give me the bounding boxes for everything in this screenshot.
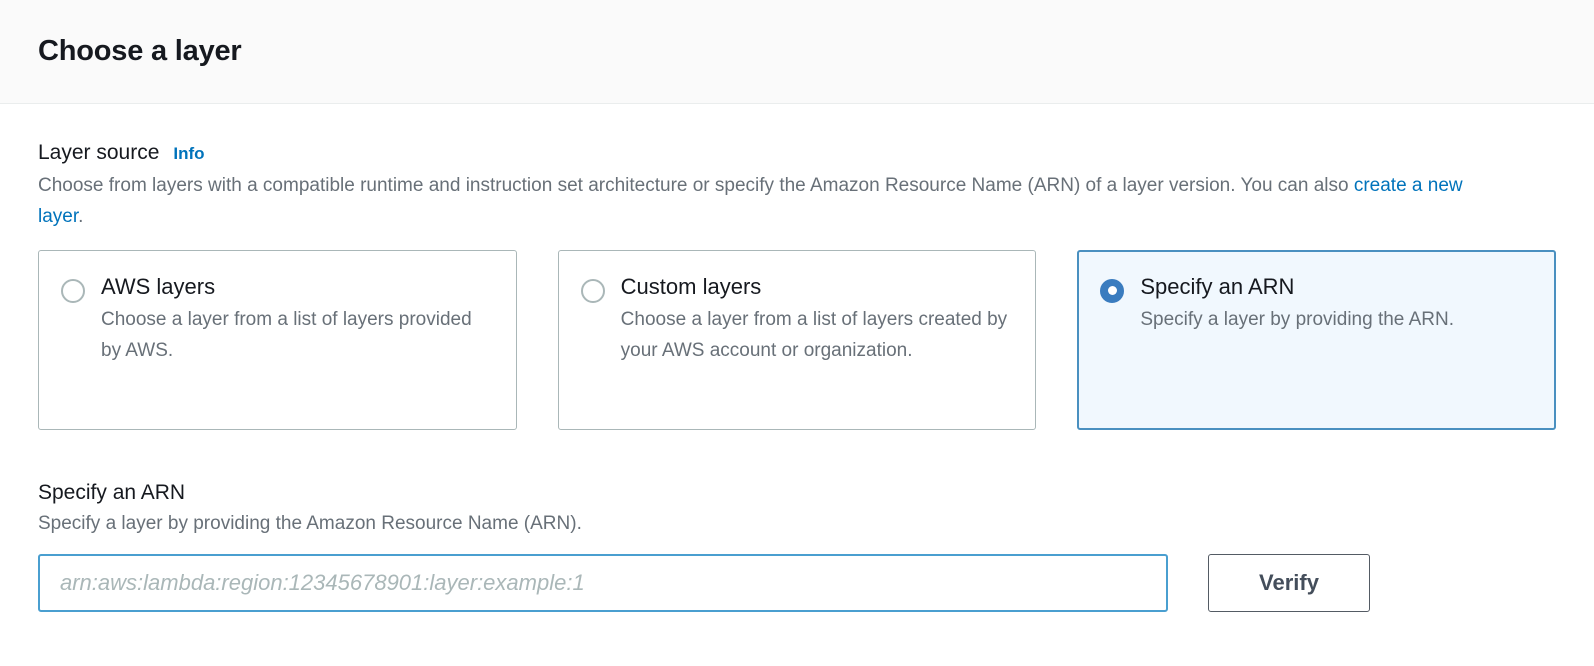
radio-card-description-specify-an-arn: Specify a layer by providing the ARN. — [1140, 309, 1455, 331]
radio-card-title-specify-an-arn: Specify an ARN — [1140, 273, 1295, 299]
radio-icon-specify-an-arn[interactable] — [1100, 278, 1125, 303]
create-a-new-layer-link[interactable]: create a new layer — [38, 175, 1463, 227]
specify-arn-description: Specify a layer by providing the Amazon … — [38, 512, 582, 534]
layer-source-radio-group: AWS layers Choose a layer from a list of… — [38, 249, 1557, 430]
radio-card-description-custom-layers: Choose a layer from a list of layers cre… — [620, 309, 1008, 361]
layer-source-label: Layer source — [38, 141, 160, 164]
layer-source-label-row: Layer source Info — [38, 140, 1556, 165]
radio-card-custom-layers[interactable]: Custom layers Choose a layer from a list… — [557, 249, 1037, 430]
info-link[interactable]: Info — [173, 144, 205, 163]
radio-icon-aws-layers[interactable] — [61, 278, 85, 303]
modal-header: Choose a layer — [0, 0, 1594, 104]
page-title: Choose a layer — [38, 34, 242, 67]
verify-button[interactable]: Verify — [1208, 554, 1370, 613]
arn-input[interactable] — [38, 554, 1168, 613]
radio-card-specify-an-arn[interactable]: Specify an ARN Specify a layer by provid… — [1077, 249, 1557, 430]
specify-arn-section: Specify an ARN Specify a layer by provid… — [38, 480, 1556, 613]
layer-source-description-text: Choose from layers with a compatible run… — [38, 175, 1354, 197]
radio-card-aws-layers[interactable]: AWS layers Choose a layer from a list of… — [38, 249, 517, 430]
layer-source-description-period: . — [78, 205, 84, 227]
radio-card-description-aws-layers: Choose a layer from a list of layers pro… — [101, 309, 472, 361]
modal-body: Layer source Info Choose from layers wit… — [0, 104, 1594, 613]
radio-card-title-custom-layers: Custom layers — [620, 273, 762, 299]
layer-source-description: Choose from layers with a compatible run… — [38, 171, 1488, 233]
radio-icon-custom-layers[interactable] — [580, 278, 605, 303]
specify-arn-heading: Specify an ARN — [38, 480, 186, 504]
radio-card-title-aws-layers: AWS layers — [101, 273, 216, 299]
specify-arn-row: Verify — [38, 554, 1556, 613]
